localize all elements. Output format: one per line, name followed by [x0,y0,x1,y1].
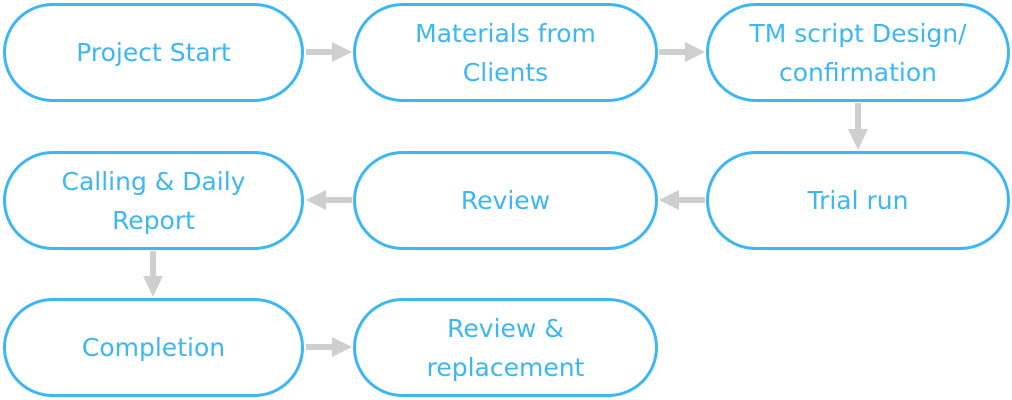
node-label: Calling & Daily Report [61,166,246,235]
node-label: TM script Design/ confirmation [749,18,967,87]
arrow-right-icon [659,42,705,62]
node-review: Review [353,151,658,250]
node-materials-from-clients: Materials from Clients [353,3,658,102]
arrow-down-icon [143,251,163,297]
node-review-replacement: Review & replacement [353,298,658,397]
node-label: Project Start [76,38,231,67]
arrow-left-icon [659,190,705,210]
arrow-down-icon [848,103,868,150]
node-calling-daily-report: Calling & Daily Report [3,151,304,250]
node-trial-run: Trial run [706,151,1010,250]
node-tm-script-design: TM script Design/ confirmation [706,3,1010,102]
node-label: Review [460,186,551,215]
node-label: Review & replacement [426,313,585,382]
node-project-start: Project Start [3,3,304,102]
arrow-right-icon [306,337,352,357]
arrow-right-icon [306,42,352,62]
node-label: Trial run [807,186,909,215]
arrow-left-icon [306,190,352,210]
node-completion: Completion [3,298,304,397]
node-label: Materials from Clients [415,18,596,87]
node-label: Completion [81,333,226,362]
